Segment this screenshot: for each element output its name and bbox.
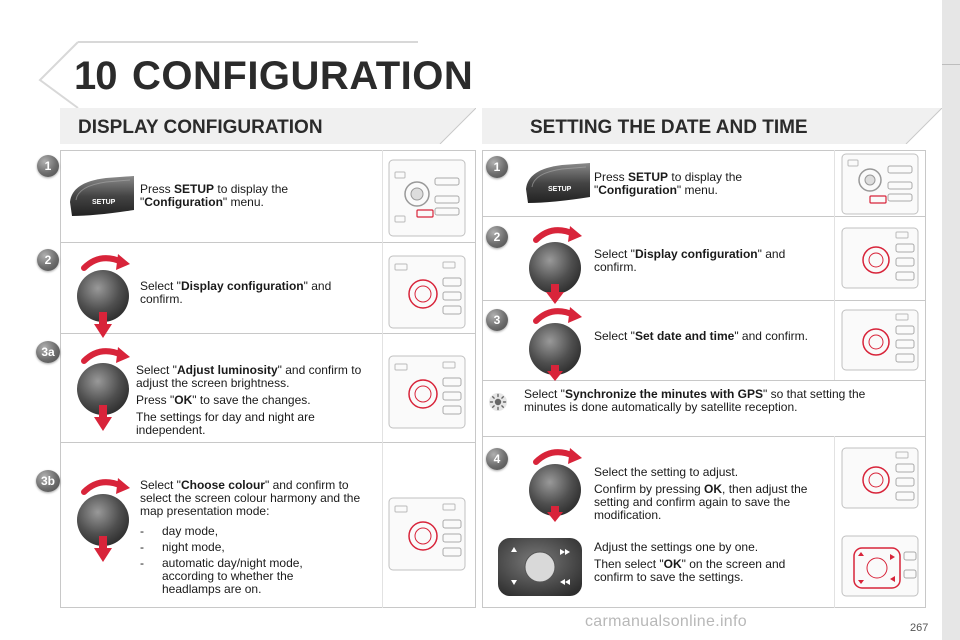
step-badge: 2 <box>37 249 59 271</box>
divider <box>60 242 476 243</box>
sun-icon <box>489 393 507 411</box>
divider <box>834 150 835 380</box>
step-text: Select "Display configuration" and confi… <box>140 279 332 306</box>
setup-label: SETUP <box>548 186 572 193</box>
setup-panel-thumbnail <box>841 153 919 215</box>
divider <box>382 150 383 608</box>
step-text: Select the setting to adjust. Confirm by… <box>594 465 808 522</box>
step-badge: 3 <box>486 309 508 331</box>
step-text: Select "Choose colour" and confirm to se… <box>140 479 376 599</box>
divider <box>482 380 926 381</box>
control-panel-thumbnail <box>841 447 919 509</box>
control-panel-thumbnail <box>388 355 466 429</box>
step-text: Press SETUP to display the "Configuratio… <box>140 182 289 209</box>
step-text: Select "Display configuration" and confi… <box>594 247 786 274</box>
control-panel-thumbnail <box>841 227 919 289</box>
rotary-knob-icon <box>77 347 130 431</box>
page-number: 267 <box>910 622 929 634</box>
step-badge: 2 <box>486 226 508 248</box>
step-badge: 1 <box>486 156 508 178</box>
step-text: Select "Set date and time" and confirm. <box>594 329 808 343</box>
section-title: SETTING THE DATE AND TIME <box>530 117 808 138</box>
chapter-title: CONFIGURATION <box>132 54 474 98</box>
rotary-knob-icon <box>77 254 130 338</box>
divider <box>60 442 476 443</box>
step-badge: 4 <box>486 448 508 470</box>
step-badge: 3b <box>36 470 60 492</box>
list-item: -night mode, <box>140 540 225 554</box>
step-text: Press SETUP to display the "Configuratio… <box>594 170 743 197</box>
page-side-strip <box>942 0 960 640</box>
divider <box>834 436 835 608</box>
direction-pad-icon <box>498 538 582 596</box>
setup-label: SETUP <box>92 199 116 206</box>
gps-note-text: Select "Synchronize the minutes with GPS… <box>524 387 866 414</box>
rotary-knob-icon <box>529 448 582 522</box>
setup-button-icon: SETUP <box>70 176 134 216</box>
step-text: Select "Adjust luminosity" and confirm t… <box>136 363 362 437</box>
step-badge: 3a <box>36 341 60 363</box>
step-text: Adjust the settings one by one. Then sel… <box>594 540 786 584</box>
section-title: DISPLAY CONFIGURATION <box>78 117 323 138</box>
list-item: -day mode, <box>140 524 219 538</box>
section-header-date-time: SETTING THE DATE AND TIME <box>482 108 942 144</box>
step-badge: 1 <box>37 155 59 177</box>
control-panel-thumbnail <box>388 497 466 571</box>
chapter-number: 10 <box>74 54 117 98</box>
chapter-tab-decoration <box>38 41 140 109</box>
divider <box>482 216 926 217</box>
control-panel-thumbnail <box>388 255 466 329</box>
control-panel-thumbnail <box>841 535 919 597</box>
divider <box>60 333 476 334</box>
section-header-display: DISPLAY CONFIGURATION <box>60 108 476 144</box>
setup-button-icon: SETUP <box>526 163 590 203</box>
divider <box>482 436 926 437</box>
control-panel-thumbnail <box>841 309 919 371</box>
chapter-header-rule <box>78 41 418 43</box>
rotary-knob-icon <box>529 226 582 304</box>
divider <box>482 300 926 301</box>
watermark: carmanualsonline.info <box>585 613 747 630</box>
rotary-knob-icon <box>77 478 130 562</box>
rotary-knob-icon <box>529 307 582 381</box>
setup-panel-thumbnail <box>388 159 466 237</box>
list-item: -automatic day/night mode, according to … <box>140 556 303 596</box>
